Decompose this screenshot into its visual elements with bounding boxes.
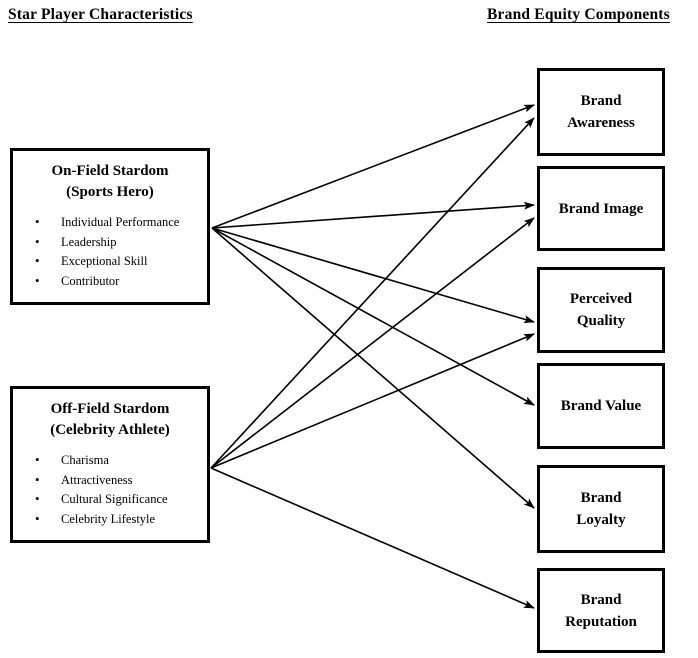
arrow-onfield-to-brand-loyalty bbox=[211, 227, 535, 509]
target-label-line1: Perceived bbox=[569, 291, 633, 307]
target-label-line2: Awareness bbox=[567, 115, 635, 131]
target-label-brand-value: Brand Value bbox=[561, 395, 641, 417]
target-label-line2: Reputation bbox=[565, 613, 637, 630]
target-box-brand-value[interactable]: Brand Value bbox=[537, 363, 665, 449]
target-label-line1: Brand bbox=[580, 591, 622, 608]
source-title-line1: On-Field Stardom bbox=[51, 163, 169, 179]
arrow-offfield-to-perceived-quality bbox=[210, 333, 535, 469]
section-header-right: Brand Equity Components bbox=[487, 6, 670, 23]
target-box-brand-awareness[interactable]: Brand Awareness bbox=[537, 68, 665, 156]
source-title-line2: (Sports Hero) bbox=[66, 184, 154, 200]
arrow-offfield-to-brand-reputation bbox=[210, 467, 535, 609]
target-label-line2: Quality bbox=[576, 313, 626, 329]
list-item: Celebrity Lifestyle bbox=[35, 509, 207, 530]
source-box-on-field-stardom[interactable]: On-Field Stardom (Sports Hero) Individua… bbox=[10, 148, 210, 305]
target-label-brand-reputation: Brand Reputation bbox=[565, 589, 637, 633]
target-label-brand-loyalty: Brand Loyalty bbox=[576, 487, 625, 531]
arrow-onfield-to-brand-awareness bbox=[211, 104, 535, 229]
source-attribute-list-off-field: Charisma Attractiveness Cultural Signifi… bbox=[13, 450, 207, 530]
source-title-line1: Off-Field Stardom bbox=[50, 401, 170, 417]
target-box-brand-loyalty[interactable]: Brand Loyalty bbox=[537, 465, 665, 553]
arrow-offfield-to-brand-image bbox=[210, 217, 535, 469]
target-box-perceived-quality[interactable]: Perceived Quality bbox=[537, 267, 665, 353]
target-label-line1: Brand Value bbox=[560, 398, 642, 414]
source-title-line2: (Celebrity Athlete) bbox=[50, 422, 170, 438]
source-box-off-field-stardom[interactable]: Off-Field Stardom (Celebrity Athlete) Ch… bbox=[10, 386, 210, 543]
target-label-line2: Loyalty bbox=[576, 512, 626, 528]
arrow-onfield-to-perceived-quality bbox=[211, 227, 535, 324]
arrow-onfield-to-brand-image bbox=[211, 201, 535, 229]
section-header-left: Star Player Characteristics bbox=[8, 6, 193, 23]
source-title-off-field-stardom: Off-Field Stardom (Celebrity Athlete) bbox=[13, 399, 207, 441]
list-item: Exceptional Skill bbox=[35, 251, 207, 272]
source-attribute-list-on-field: Individual Performance Leadership Except… bbox=[13, 212, 207, 292]
target-label-line1: Brand Image bbox=[558, 200, 644, 217]
arrow-onfield-to-brand-value bbox=[211, 227, 535, 406]
arrow-offfield-to-brand-awareness bbox=[210, 117, 535, 469]
list-item: Contributor bbox=[35, 271, 207, 292]
list-item: Charisma bbox=[35, 450, 207, 471]
target-label-line1: Brand bbox=[580, 93, 622, 109]
list-item: Leadership bbox=[35, 232, 207, 253]
list-item: Attractiveness bbox=[35, 470, 207, 491]
list-item: Cultural Significance bbox=[35, 489, 207, 510]
target-label-brand-image: Brand Image bbox=[559, 198, 644, 220]
list-item: Individual Performance bbox=[35, 212, 207, 233]
target-box-brand-reputation[interactable]: Brand Reputation bbox=[537, 568, 665, 653]
target-label-perceived-quality: Perceived Quality bbox=[570, 288, 632, 332]
source-title-on-field-stardom: On-Field Stardom (Sports Hero) bbox=[13, 161, 207, 203]
target-label-line1: Brand bbox=[580, 490, 622, 506]
target-box-brand-image[interactable]: Brand Image bbox=[537, 166, 665, 251]
target-label-brand-awareness: Brand Awareness bbox=[567, 90, 635, 134]
